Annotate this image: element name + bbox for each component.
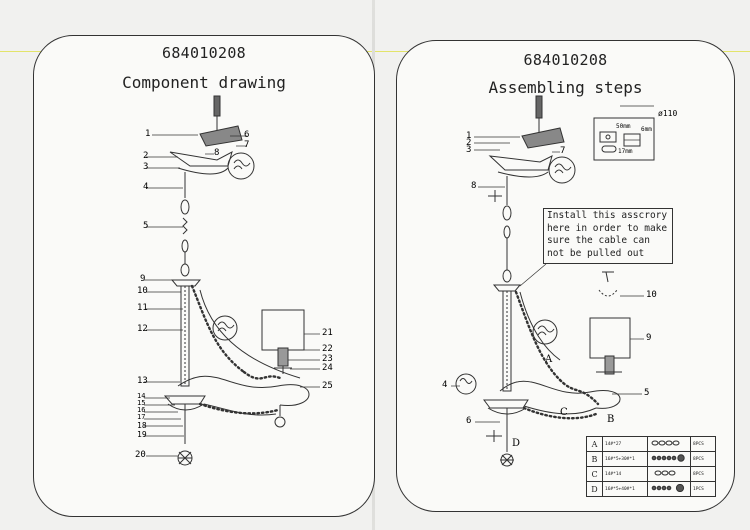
- table-row: A 14#*27 8PCS: [586, 436, 716, 452]
- callout-number: 8: [214, 148, 220, 158]
- callout-number: 6: [244, 130, 250, 140]
- callout-number: 20: [135, 450, 146, 460]
- component-drawing-panel: 684010208 Component drawing: [33, 35, 375, 517]
- part-qty: 1PCS: [690, 481, 716, 497]
- callout-number: 1: [466, 131, 472, 141]
- bead-chain-icon: [647, 451, 691, 467]
- callout-number: 14: [137, 392, 146, 400]
- note-line: here in order to make: [547, 222, 668, 234]
- chain-icon: [647, 436, 691, 452]
- callout-number: 16: [137, 406, 146, 414]
- callout-number: 4: [442, 380, 448, 390]
- part-letter: C: [586, 466, 603, 482]
- part-qty: 8PCS: [690, 436, 716, 452]
- parts-table: A 14#*27 8PCS B 16#*5+30#*1 8PCS C 14#*1…: [586, 436, 716, 497]
- registration-line: [0, 51, 750, 52]
- table-row: D 16#*5+40#*1 1PCS: [586, 481, 716, 497]
- callout-number: 3: [143, 162, 149, 172]
- table-row: C 14#*14 8PCS: [586, 466, 716, 482]
- callout-number: 22: [322, 344, 333, 354]
- note-line: sure the cable can: [547, 235, 650, 246]
- note-line: not be pulled out: [547, 247, 645, 259]
- right-leader-lines: [451, 136, 644, 423]
- chain-icon: [647, 466, 691, 482]
- part-spec: 16#*5+40#*1: [602, 481, 648, 497]
- callout-number: 11: [137, 303, 148, 313]
- part-letter: D: [586, 481, 603, 497]
- callout-number: 12: [137, 324, 148, 334]
- install-note: Install this asscrory here in order to m…: [543, 208, 673, 264]
- callout-number: 7: [244, 140, 250, 150]
- left-bead-chains: [190, 284, 282, 415]
- callout-number: 2: [466, 138, 472, 148]
- part-spec: 14#*14: [602, 466, 648, 482]
- callout-number: 19: [137, 430, 147, 439]
- bead-pendant-icon: [647, 481, 691, 497]
- callout-number: 6: [466, 416, 472, 426]
- left-leader-lines: [144, 134, 320, 457]
- detail-inset: [593, 105, 655, 161]
- callout-number: 9: [140, 274, 146, 284]
- callout-number: 10: [137, 286, 148, 296]
- callout-number: 5: [644, 388, 650, 398]
- part-label-b: B: [607, 414, 615, 425]
- note-line: Install this asscrory: [547, 210, 668, 221]
- part-label-a: A: [545, 354, 553, 365]
- detail-dim-bottom: 17mm: [618, 148, 633, 155]
- left-chandelier-drawing: [163, 95, 310, 466]
- detail-dim-side: 6mm: [641, 126, 652, 133]
- callout-number: 10: [646, 290, 657, 300]
- callout-number: 24: [322, 363, 333, 373]
- panel-title: Component drawing: [122, 73, 286, 92]
- callout-number: 3: [466, 145, 472, 155]
- callout-number: 1: [145, 129, 151, 139]
- part-qty: 8PCS: [690, 451, 716, 467]
- callout-number: 7: [560, 146, 566, 156]
- part-qty: 8PCS: [690, 466, 716, 482]
- callout-number: 8: [471, 181, 477, 191]
- callout-number: 17: [137, 413, 146, 421]
- part-spec: 16#*5+30#*1: [602, 451, 648, 467]
- callout-number: 23: [322, 354, 333, 364]
- part-label-d: D: [512, 438, 521, 449]
- callout-number: 13: [137, 376, 148, 386]
- panel-title: Assembling steps: [488, 78, 643, 97]
- callout-number: 9: [646, 333, 652, 343]
- part-letter: A: [586, 436, 603, 452]
- callout-number: 18: [137, 421, 147, 430]
- callout-number: 15: [137, 399, 146, 407]
- callout-number: 4: [143, 182, 149, 192]
- detail-dim-top: 50mm: [616, 123, 631, 130]
- part-label-c: C: [560, 407, 568, 418]
- detail-diameter: ø110: [658, 109, 678, 118]
- callout-number: 5: [143, 221, 149, 231]
- callout-number: 25: [322, 381, 333, 391]
- table-row: B 16#*5+30#*1 8PCS: [586, 451, 716, 467]
- model-number: 684010208: [162, 44, 246, 62]
- right-chandelier-drawing: [455, 95, 631, 467]
- part-spec: 14#*27: [602, 436, 648, 452]
- callout-number: 21: [322, 328, 333, 338]
- model-number: 684010208: [523, 51, 608, 69]
- right-bead-chains: [514, 290, 600, 420]
- callout-number: 2: [143, 151, 149, 161]
- assembling-steps-panel: 684010208 Assembling steps: [396, 40, 735, 512]
- part-letter: B: [586, 451, 603, 467]
